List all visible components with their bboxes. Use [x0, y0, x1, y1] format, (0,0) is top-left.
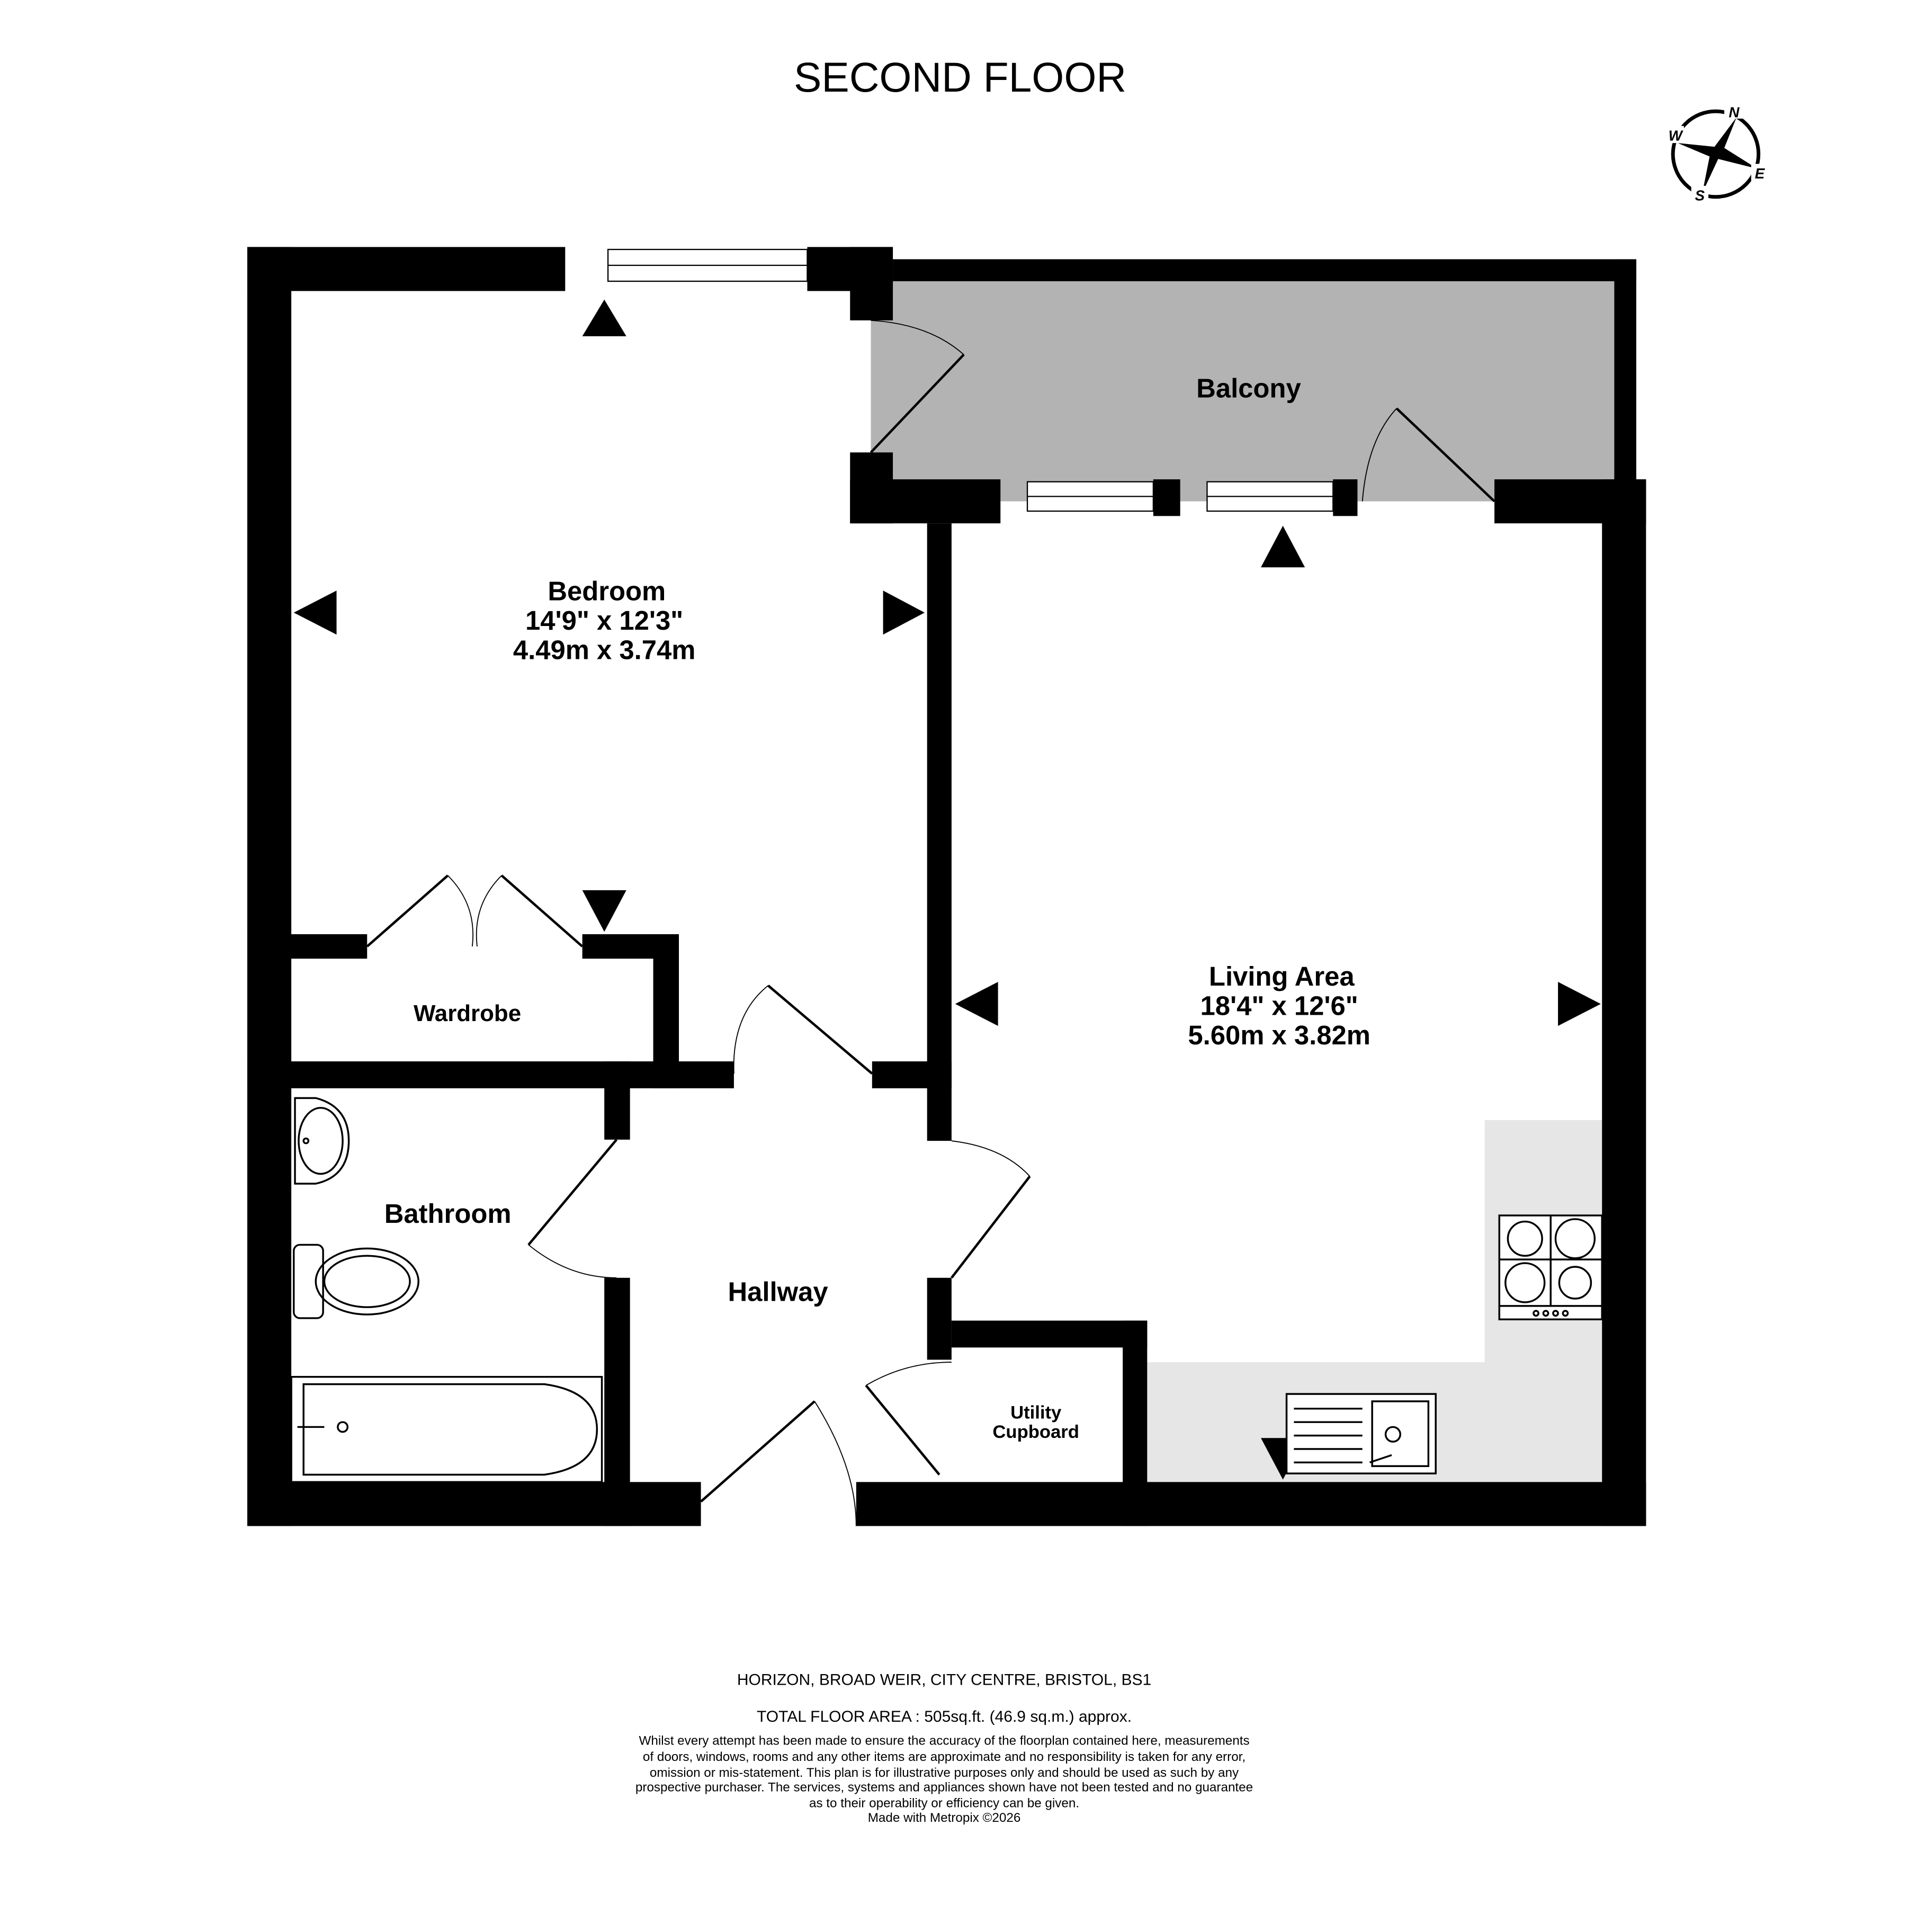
sink-icon	[1285, 1393, 1437, 1474]
windows	[607, 248, 1334, 512]
kitchen-area	[1147, 1120, 1602, 1482]
utility-label-1: Utility	[1010, 1402, 1062, 1423]
living-label: Living Area	[1209, 961, 1355, 991]
basin-icon	[294, 1097, 350, 1185]
svg-text:E: E	[1755, 165, 1766, 182]
floor-title: SECOND FLOOR	[794, 54, 1126, 101]
bedroom-imperial: 14'9" x 12'3"	[525, 605, 683, 636]
utility-label-2: Cupboard	[992, 1422, 1079, 1442]
wardrobe-label: Wardrobe	[414, 1000, 521, 1026]
bath-icon	[290, 1376, 603, 1483]
doors	[366, 319, 1495, 1526]
svg-text:S: S	[1695, 187, 1705, 204]
bathroom-label: Bathroom	[384, 1198, 512, 1229]
svg-text:W: W	[1669, 128, 1684, 144]
living-metric: 5.60m x 3.82m	[1188, 1020, 1370, 1050]
disclaimer-line: omission or mis-statement. This plan is …	[650, 1766, 1239, 1780]
bedroom-metric: 4.49m x 3.74m	[513, 634, 695, 665]
living-imperial: 18'4" x 12'6"	[1201, 990, 1358, 1021]
address: HORIZON, BROAD WEIR, CITY CENTRE, BRISTO…	[737, 1671, 1151, 1689]
disclaimer-line: as to their operability or efficiency ca…	[809, 1796, 1079, 1810]
hob-icon	[1498, 1214, 1603, 1320]
balcony-area	[871, 281, 1615, 502]
total-floor-area: TOTAL FLOOR AREA : 505sq.ft. (46.9 sq.m.…	[757, 1708, 1132, 1725]
compass-icon: N W E S	[1667, 101, 1769, 204]
disclaimer-line: Whilst every attempt has been made to en…	[639, 1734, 1249, 1748]
balcony-label: Balcony	[1196, 373, 1301, 403]
disclaimer-line: prospective purchaser. The services, sys…	[635, 1780, 1253, 1794]
bedroom-label: Bedroom	[548, 576, 666, 606]
disclaimer-line: of doors, windows, rooms and any other i…	[643, 1750, 1246, 1764]
svg-text:N: N	[1729, 104, 1740, 121]
dimension-arrows	[293, 299, 1601, 1480]
toilet-icon	[292, 1244, 419, 1319]
hallway-label: Hallway	[728, 1277, 828, 1307]
walls	[247, 247, 1646, 1526]
credit: Made with Metropix ©2026	[868, 1811, 1021, 1825]
